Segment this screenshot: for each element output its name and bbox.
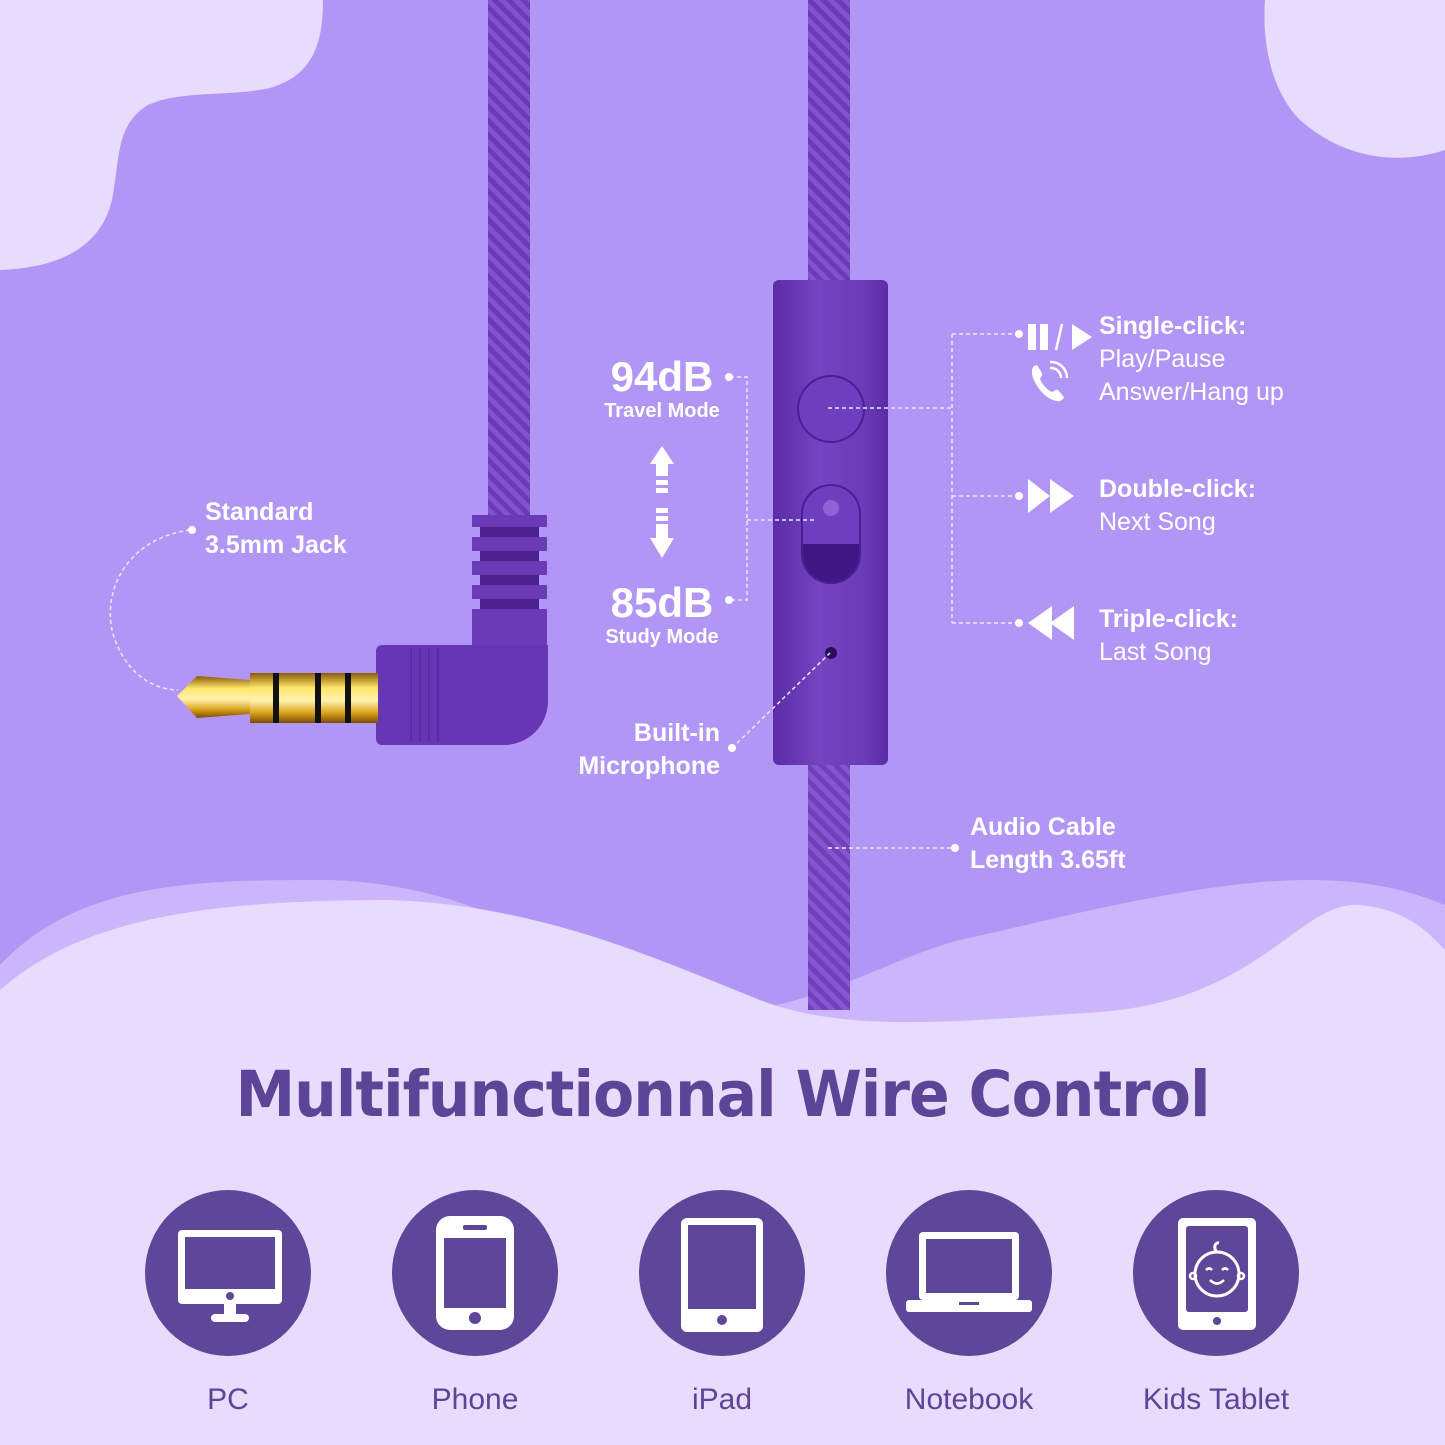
microphone-label-line2: Microphone bbox=[578, 752, 720, 780]
control-desc: Play/Pause bbox=[1099, 345, 1226, 373]
gold-plug bbox=[177, 673, 378, 723]
jack-elbow bbox=[376, 645, 548, 745]
device-phone: Phone bbox=[392, 1190, 558, 1417]
cable-right-bottom bbox=[808, 760, 850, 1010]
play-pause-icon bbox=[1028, 323, 1092, 351]
control-desc: Last Song bbox=[1099, 638, 1212, 666]
page-title: Multifunctionnal Wire Control bbox=[235, 1058, 1210, 1132]
fast-forward-icon bbox=[1028, 479, 1074, 513]
volume-high-mode: Travel Mode bbox=[604, 400, 720, 422]
control-title: Triple-click: bbox=[1099, 605, 1238, 633]
control-desc: Answer/Hang up bbox=[1099, 378, 1284, 406]
microphone-hole bbox=[825, 647, 837, 659]
device-ipad: iPad bbox=[639, 1190, 805, 1417]
volume-low-value: 85dB bbox=[610, 579, 714, 626]
play-icon bbox=[1072, 324, 1092, 350]
control-single-click: Single-click: Play/Pause Answer/Hang up bbox=[1099, 310, 1284, 409]
control-double-click: Double-click: Next Song bbox=[1099, 473, 1256, 539]
phone-call-icon bbox=[1031, 360, 1069, 402]
cable-label-line1: Audio Cable bbox=[970, 813, 1116, 841]
device-kids-tablet: Kids Tablet bbox=[1133, 1190, 1299, 1417]
jack-elbow-rings bbox=[410, 648, 446, 742]
jack-label-line1: Standard bbox=[205, 498, 314, 526]
leader-lines bbox=[109, 330, 1023, 852]
jack-strain-relief bbox=[472, 515, 547, 650]
microphone-label-line1: Built-in bbox=[633, 719, 720, 747]
volume-high-value: 94dB bbox=[610, 353, 714, 400]
remote-multifunction-button[interactable] bbox=[797, 375, 865, 443]
volume-low-mode: Study Mode bbox=[605, 626, 719, 648]
cable-label-line2: Length 3.65ft bbox=[970, 846, 1126, 874]
device-pc: PC bbox=[145, 1190, 311, 1417]
control-title: Double-click: bbox=[1099, 475, 1256, 503]
cable-length-label: Audio Cable Length 3.65ft bbox=[970, 811, 1126, 877]
monitor-icon bbox=[178, 1230, 282, 1322]
cable-left bbox=[488, 0, 530, 520]
remote-switch-knob bbox=[823, 500, 839, 516]
device-name: Kids Tablet bbox=[1142, 1383, 1290, 1416]
control-triple-click: Triple-click: Last Song bbox=[1099, 603, 1238, 669]
device-name: PC bbox=[207, 1383, 249, 1416]
control-title: Single-click: bbox=[1099, 312, 1247, 340]
device-name: Notebook bbox=[904, 1383, 1034, 1416]
control-desc: Next Song bbox=[1099, 508, 1216, 536]
device-name: Phone bbox=[431, 1383, 519, 1416]
device-notebook: Notebook bbox=[886, 1190, 1052, 1417]
pause-icon bbox=[1028, 324, 1036, 350]
kids-tablet-icon bbox=[1178, 1218, 1256, 1330]
device-name: iPad bbox=[691, 1383, 753, 1416]
up-down-arrow-icon bbox=[650, 446, 674, 558]
microphone-label: Built-in Microphone bbox=[560, 717, 720, 783]
laptop-icon bbox=[906, 1232, 1032, 1312]
cable-right-top bbox=[808, 0, 850, 285]
jack-label: Standard 3.5mm Jack bbox=[205, 496, 347, 562]
smartphone-icon bbox=[436, 1216, 514, 1330]
tablet-icon bbox=[681, 1218, 763, 1332]
jack-label-line2: 3.5mm Jack bbox=[205, 531, 347, 559]
rewind-icon bbox=[1028, 606, 1074, 640]
